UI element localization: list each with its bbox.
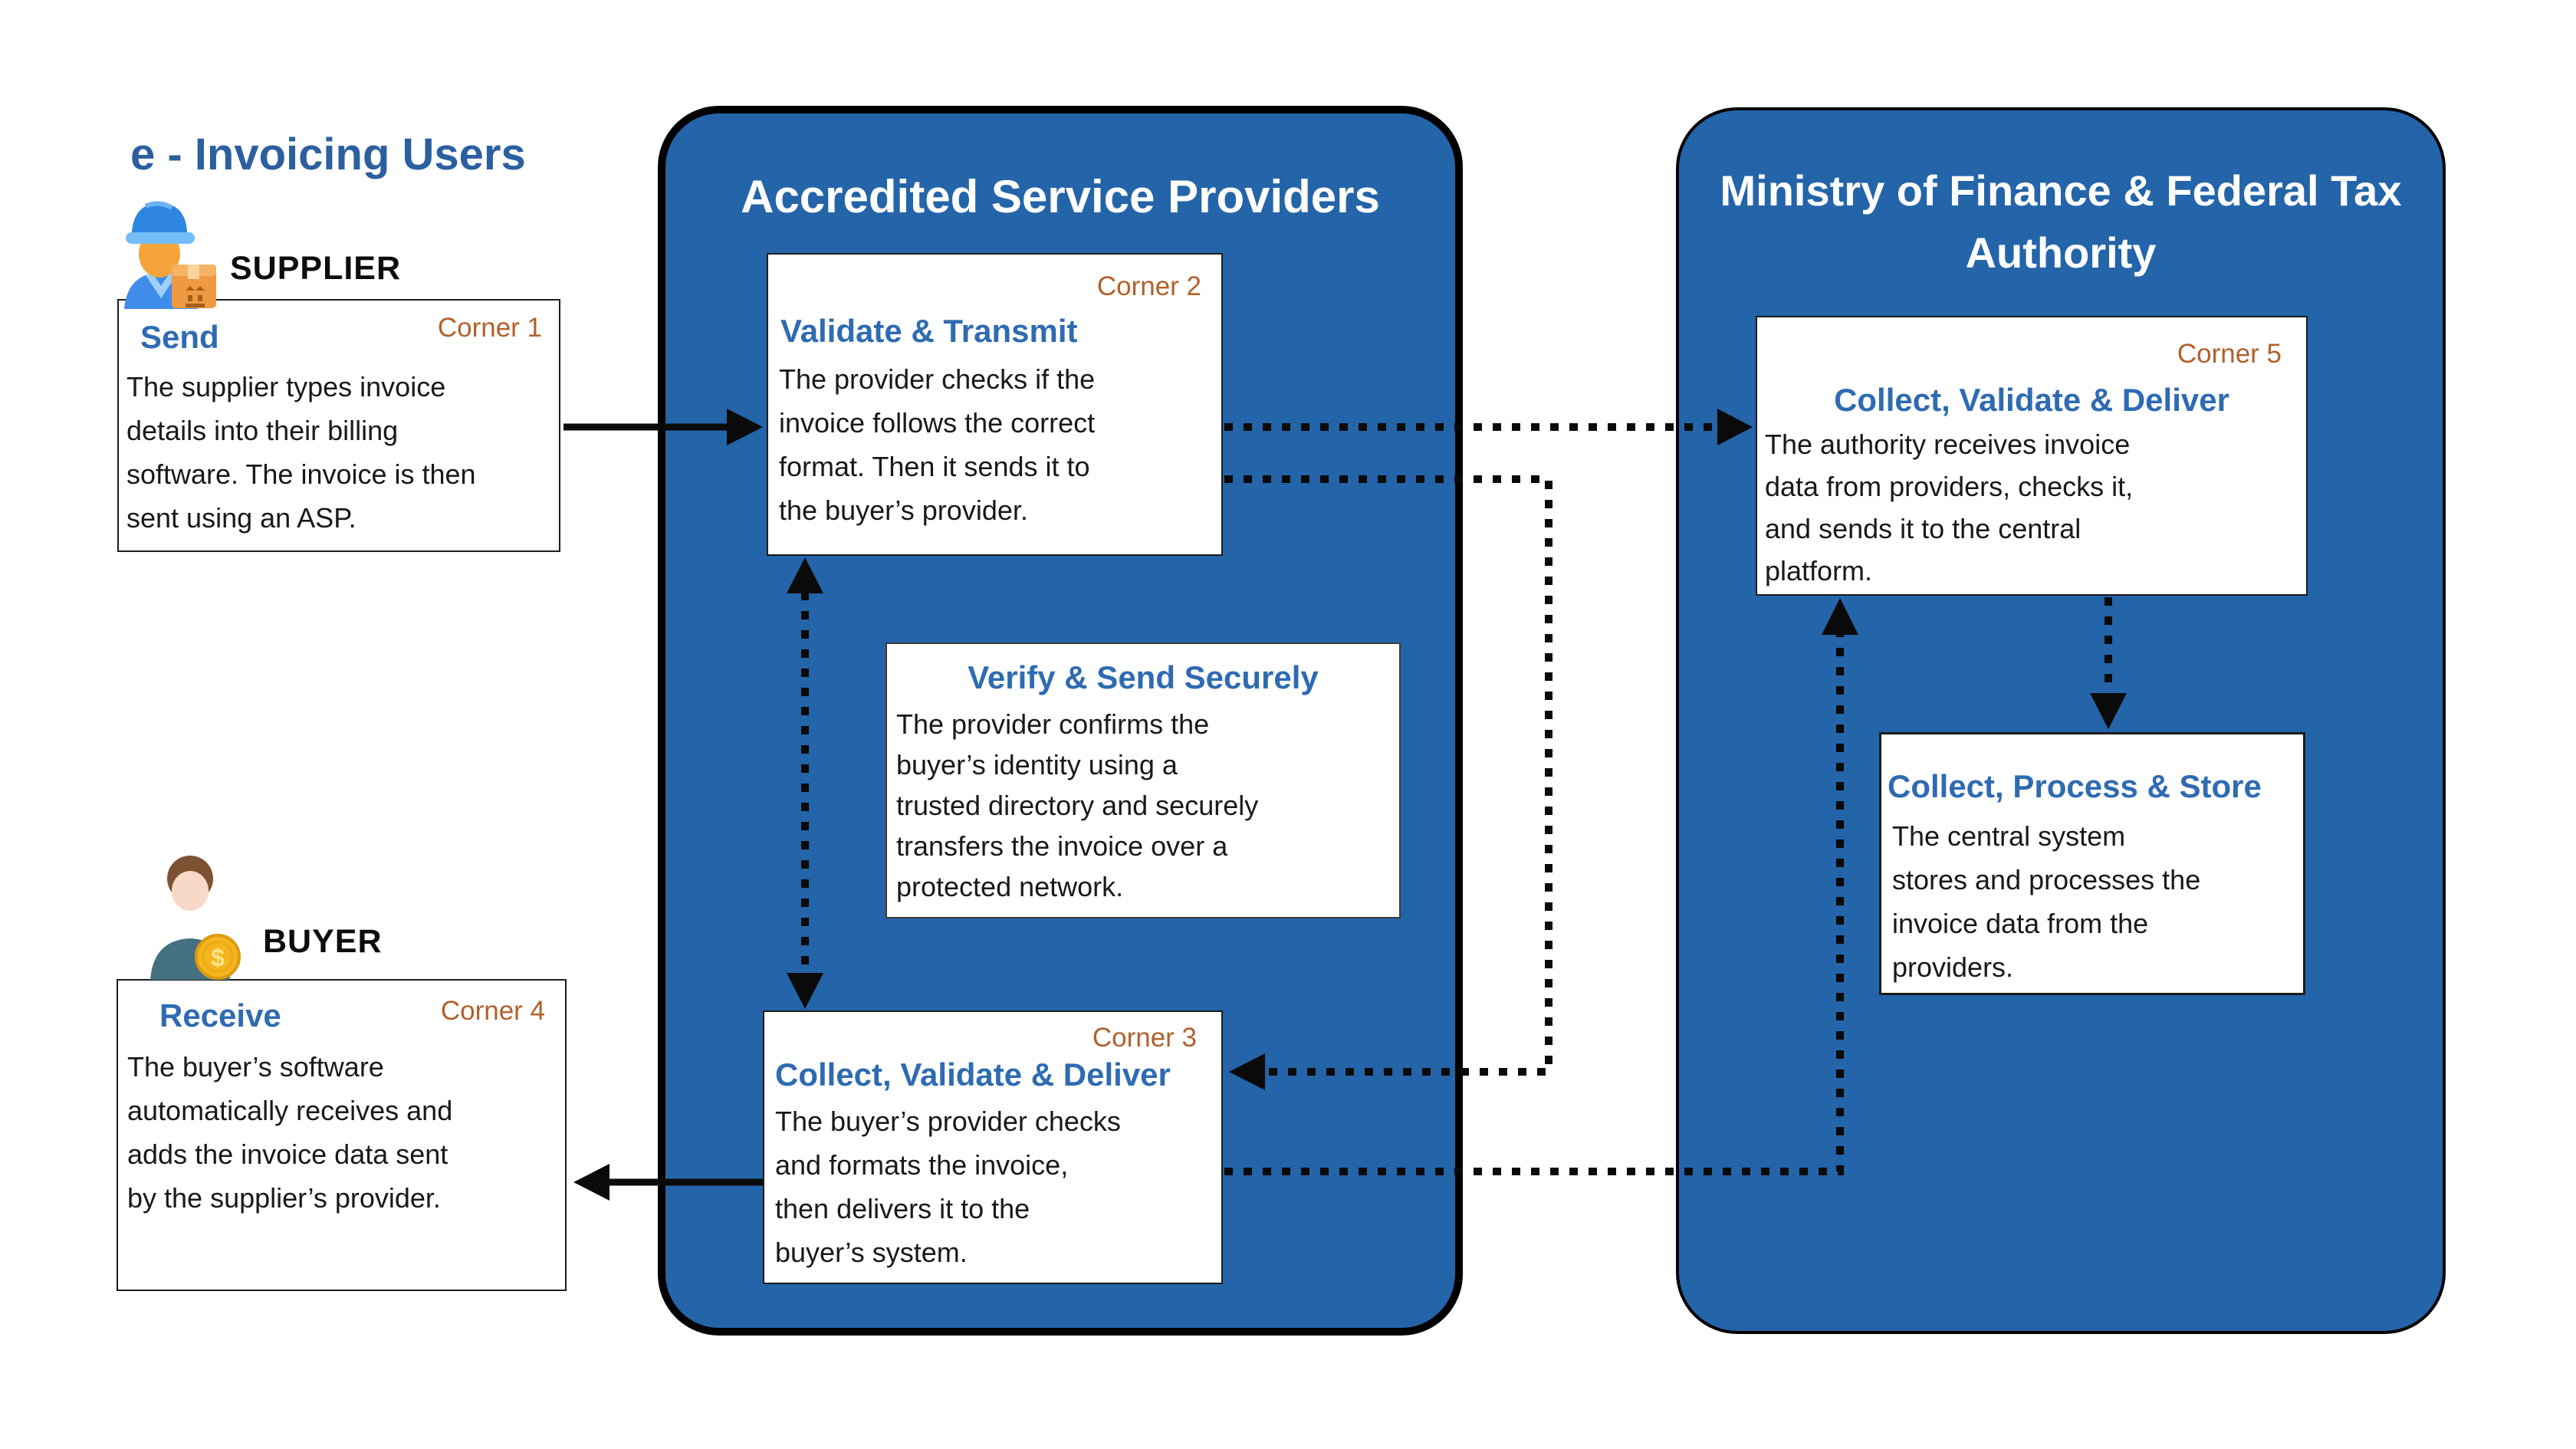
corner5-heading: Collect, Validate & Deliver — [1834, 382, 2229, 418]
verify-heading: Verify & Send Securely — [968, 659, 1319, 695]
corner2-label: Corner 2 — [1096, 271, 1201, 301]
corner4-receive-box: Corner 4 Receive The buyer’s software au… — [117, 979, 567, 1291]
buyer-person-icon: $ — [150, 856, 241, 980]
supplier-collar — [146, 271, 176, 299]
corner2-validate-transmit-box: Corner 2 Validate & Transmit The provide… — [767, 253, 1223, 556]
buyer-face — [172, 871, 209, 911]
corner2-body: The provider checks if the invoice follo… — [779, 363, 1096, 527]
svg-text:$: $ — [211, 944, 225, 971]
supplier-delivery-worker-icon — [124, 201, 216, 309]
authority-panel-title: Ministry of Finance & Federal Tax Author… — [1720, 166, 2402, 278]
corner3-body: The buyer’s provider checks and formats … — [775, 1106, 1121, 1269]
corner3-heading: Collect, Validate & Deliver — [775, 1056, 1171, 1092]
ministry-federal-tax-authority-panel: Ministry of Finance & Federal Tax Author… — [1676, 107, 2446, 1334]
corner5-body: The authority receives invoice data from… — [1765, 429, 2134, 587]
corner1-send-box: Corner 1 Send The supplier types invoice… — [117, 299, 560, 552]
corner3-collect-validate-deliver-box: Corner 3 Collect, Validate & Deliver The… — [763, 1010, 1223, 1284]
buyer-dollar-coin: $ — [195, 934, 241, 980]
supplier-label: SUPPLIER — [230, 250, 402, 287]
store-body: The central system stores and processes … — [1892, 820, 2201, 984]
buyer-label: BUYER — [263, 923, 383, 960]
corner1-body: The supplier types invoice details into … — [127, 371, 476, 534]
buyer-fringe — [170, 859, 210, 877]
corner4-label: Corner 4 — [440, 996, 545, 1026]
supplier-cap-highlight — [144, 201, 173, 210]
supplier-package — [172, 264, 216, 308]
verify-send-securely-box: Verify & Send Securely The provider conf… — [886, 642, 1401, 918]
supplier-cap — [132, 203, 187, 234]
corner3-label: Corner 3 — [1092, 1023, 1197, 1053]
corner4-heading: Receive — [159, 997, 281, 1033]
verify-body: The provider confirms the buyer’s identi… — [896, 708, 1259, 903]
users-section-title: e - Invoicing Users — [130, 130, 526, 179]
corner4-body: The buyer’s software automatically recei… — [127, 1051, 453, 1214]
asp-panel-title: Accredited Service Providers — [741, 171, 1380, 222]
collect-process-store-box: Collect, Process & Store The central sys… — [1879, 732, 2305, 995]
corner5-label: Corner 5 — [2177, 339, 2282, 369]
corner5-collect-validate-deliver-box: Corner 5 Collect, Validate & Deliver The… — [1756, 316, 2308, 596]
corner1-heading: Send — [140, 319, 219, 355]
corner2-heading: Validate & Transmit — [780, 313, 1078, 349]
store-heading: Collect, Process & Store — [1888, 768, 2262, 804]
supplier-cap-brim — [126, 232, 195, 244]
corner1-label: Corner 1 — [437, 313, 542, 343]
